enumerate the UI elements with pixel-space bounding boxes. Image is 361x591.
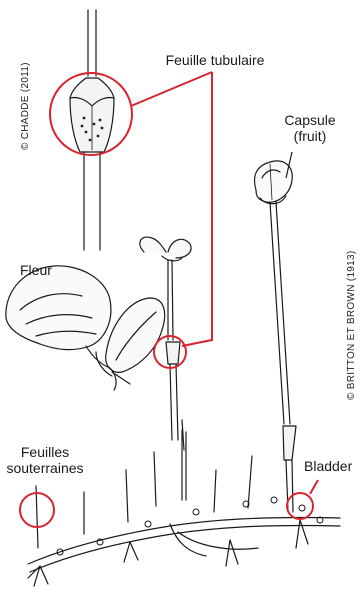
label-capsule-line2: (fruit) — [278, 128, 342, 144]
label-feuilles-line2: souterraines — [2, 460, 88, 476]
flower-detail-drawing — [6, 266, 165, 390]
label-capsule: Capsule (fruit) — [278, 112, 342, 144]
label-capsule-line1: Capsule — [278, 112, 342, 128]
label-feuilles-line1: Feuilles — [2, 444, 88, 460]
credit-chadde: © CHADDE (2011) — [20, 62, 31, 150]
label-feuilles-souterraines: Feuilles souterraines — [2, 444, 88, 476]
stolon-drawing — [28, 517, 340, 586]
credit-britton-brown: © BRITTON ET BROWN (1913) — [346, 250, 357, 400]
capsule-plant-drawing — [255, 161, 296, 512]
label-feuille-tubulaire: Feuille tubulaire — [150, 52, 280, 68]
leaf-detail-drawing — [70, 10, 114, 250]
label-bladder: Bladder — [304, 458, 352, 474]
label-fleur: Fleur — [20, 262, 52, 278]
